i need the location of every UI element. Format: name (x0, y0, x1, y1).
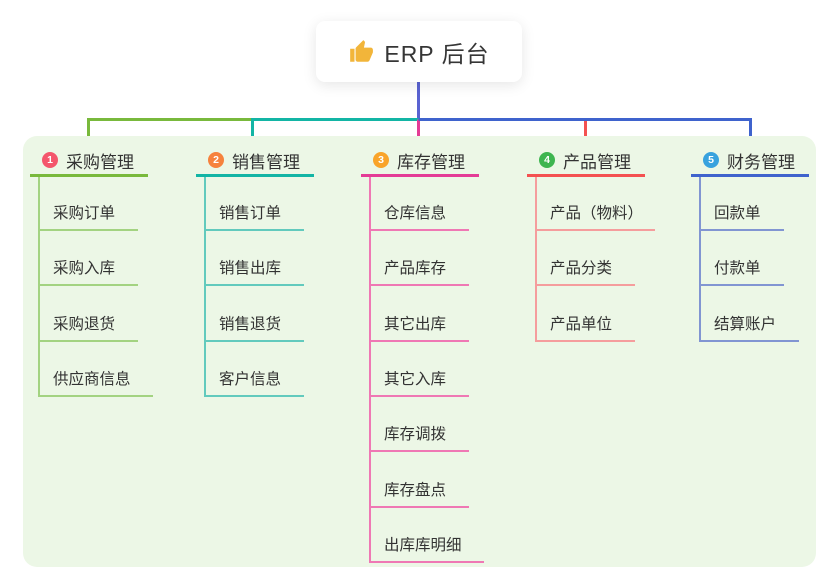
branch-node[interactable]: 2 销售管理 (196, 146, 314, 177)
mindmap-item[interactable]: 出库库明细 (369, 535, 484, 563)
thumbs-up-icon (350, 39, 374, 62)
item-label: 出库库明细 (384, 537, 462, 554)
branch-trunk-line (699, 177, 701, 342)
item-label: 销售出库 (219, 260, 282, 277)
branch-trunk-line (369, 177, 371, 563)
item-label: 产品库存 (384, 260, 447, 277)
mindmap-item[interactable]: 销售订单 (204, 203, 304, 231)
branch-number-badge: 2 (208, 152, 224, 168)
branch-node[interactable]: 3 库存管理 (361, 146, 479, 177)
item-label: 回款单 (714, 205, 761, 222)
item-label: 付款单 (714, 260, 761, 277)
mindmap-item[interactable]: 产品库存 (369, 258, 469, 286)
mindmap-item[interactable]: 采购入库 (38, 258, 138, 286)
item-label: 采购订单 (53, 205, 116, 222)
mindmap-item[interactable]: 产品分类 (535, 258, 635, 286)
item-label: 库存调拨 (384, 426, 447, 443)
branch-number-badge: 4 (539, 152, 555, 168)
mindmap-item[interactable]: 客户信息 (204, 369, 304, 397)
item-label: 仓库信息 (384, 205, 447, 222)
item-label: 客户信息 (219, 371, 282, 388)
item-label: 采购入库 (53, 260, 116, 277)
item-label: 销售退货 (219, 316, 282, 333)
mindmap-item[interactable]: 产品单位 (535, 314, 635, 342)
item-label: 产品单位 (550, 316, 613, 333)
branch-label: 库存管理 (397, 152, 465, 172)
branch-trunk-line (204, 177, 206, 397)
mindmap-item[interactable]: 销售退货 (204, 314, 304, 342)
branch-number-badge: 3 (373, 152, 389, 168)
branch-trunk-line (38, 177, 40, 397)
mindmap-item[interactable]: 付款单 (699, 258, 784, 286)
mindmap-item[interactable]: 采购订单 (38, 203, 138, 231)
mindmap-item[interactable]: 供应商信息 (38, 369, 153, 397)
root-node-erp[interactable]: ERP 后台 (316, 21, 522, 82)
item-label: 供应商信息 (53, 371, 131, 388)
mindmap-item[interactable]: 库存调拨 (369, 424, 469, 452)
mindmap-item[interactable]: 库存盘点 (369, 480, 469, 508)
item-label: 产品（物料） (550, 205, 644, 222)
item-label: 产品分类 (550, 260, 613, 277)
item-label: 销售订单 (219, 205, 282, 222)
branch-group-panel (23, 136, 816, 567)
branch-label: 采购管理 (66, 152, 134, 172)
item-label: 库存盘点 (384, 482, 447, 499)
branch-node[interactable]: 4 产品管理 (527, 146, 645, 177)
mindmap-item[interactable]: 结算账户 (699, 314, 799, 342)
mindmap-item[interactable]: 采购退货 (38, 314, 138, 342)
mindmap-item[interactable]: 其它出库 (369, 314, 469, 342)
root-node-label: ERP 后台 (384, 40, 490, 67)
mindmap-item[interactable]: 其它入库 (369, 369, 469, 397)
item-label: 其它出库 (384, 316, 447, 333)
mindmap-item[interactable]: 产品（物料） (535, 203, 655, 231)
mindmap-item[interactable]: 仓库信息 (369, 203, 469, 231)
mindmap-item[interactable]: 回款单 (699, 203, 784, 231)
branch-node[interactable]: 1 采购管理 (30, 146, 148, 177)
item-label: 结算账户 (714, 316, 777, 333)
branch-number-badge: 1 (42, 152, 58, 168)
branch-label: 产品管理 (563, 152, 631, 172)
mindmap-item[interactable]: 销售出库 (204, 258, 304, 286)
branch-number-badge: 5 (703, 152, 719, 168)
branch-node[interactable]: 5 财务管理 (691, 146, 809, 177)
branch-trunk-line (535, 177, 537, 342)
item-label: 采购退货 (53, 316, 116, 333)
branch-label: 销售管理 (232, 152, 300, 172)
branch-label: 财务管理 (727, 152, 795, 172)
item-label: 其它入库 (384, 371, 447, 388)
